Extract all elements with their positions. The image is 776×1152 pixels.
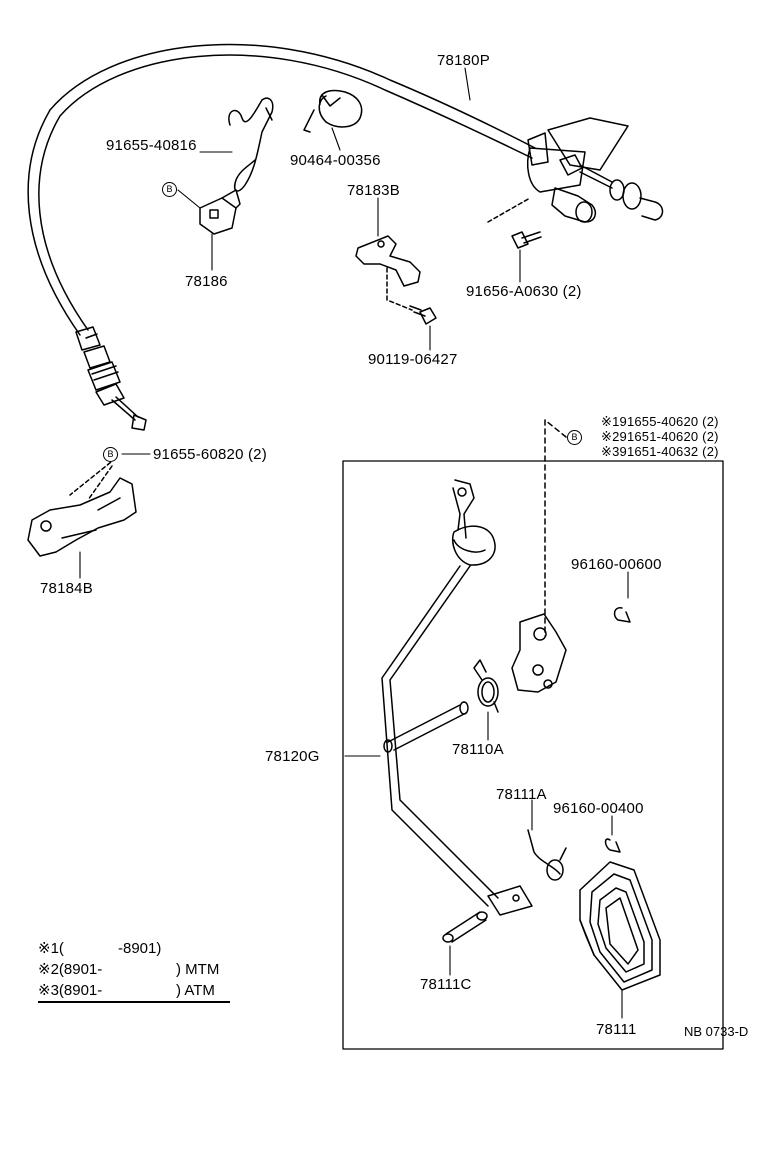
label-78186: 78186 [185,273,228,290]
wire-clip [228,97,274,192]
label-78111C: 78111C [420,976,472,993]
label-90464-00356: 90464-00356 [290,152,381,169]
legend-row-1-range: -8901) [118,940,162,957]
band-clip [303,89,363,133]
label-note-1: ※191655-40620 (2) [601,414,719,429]
bolt-91656 [511,231,542,249]
legend-row-3-type: ) ATM [176,982,215,999]
pedal-arm-78120G [381,479,533,916]
circle-b-marker-1: B [162,182,177,197]
label-96160-00400: 96160-00400 [553,800,644,817]
spring-78110A [473,659,499,713]
throttle-end-assembly [527,117,664,223]
label-91656-A0630: 91656-A0630 (2) [466,283,582,300]
pedal-pad-78111 [579,861,661,991]
circle-b-marker-3: B [567,430,582,445]
circle-b-marker-2: B [103,447,118,462]
legend-row-2-type: ) MTM [176,961,220,978]
applicability-legend: ※1( -8901) ※2(8901- ) MTM ※3(8901- ) ATM [38,938,230,1003]
label-90119-06427: 90119-06427 [368,351,458,368]
label-note-2: ※291651-40620 (2) [601,429,719,444]
legend-row-1: ※1( -8901) [38,938,230,959]
leader-lines [79,67,629,1019]
pin-78111C [442,911,488,943]
label-note-3: ※391651-40632 (2) [601,444,719,459]
legend-row-2: ※2(8901- ) MTM [38,959,230,980]
pedal-assembly-frame [342,460,724,1050]
label-96160-00600: 96160-00600 [571,556,662,573]
label-91655-40816: 91655-40816 [106,137,197,154]
cable-clamp-78186 [199,189,241,235]
bolt-91656-leader [487,197,531,223]
pivot-shaft [383,701,469,753]
bracket-78184B [27,477,137,557]
label-78183B: 78183B [347,182,400,199]
accelerator-cable [27,43,549,431]
label-78180P: 78180P [437,52,490,69]
legend-row-3: ※3(8901- ) ATM [38,980,230,1003]
label-91655-60820: 91655-60820 (2) [153,446,267,463]
e-ring-96160-00600 [613,607,631,623]
reference-code: NB 0733-D [684,1024,749,1039]
label-78111A: 78111A [496,786,547,803]
e-ring-96160-00400 [604,838,621,853]
label-78111: 78111 [596,1021,637,1038]
bolt-90119 [409,305,437,325]
legend-row-1-mark: ※1( [38,940,64,957]
pedal-bracket [511,613,567,693]
legend-row-2-mark: ※2(8901- [38,961,103,978]
label-78110A: 78110A [452,741,504,758]
label-78184B: 78184B [40,580,93,597]
bracket-78183B [355,235,421,287]
spring-78111A [527,829,567,881]
legend-row-3-mark: ※3(8901- [38,982,103,999]
label-78120G: 78120G [265,748,320,765]
